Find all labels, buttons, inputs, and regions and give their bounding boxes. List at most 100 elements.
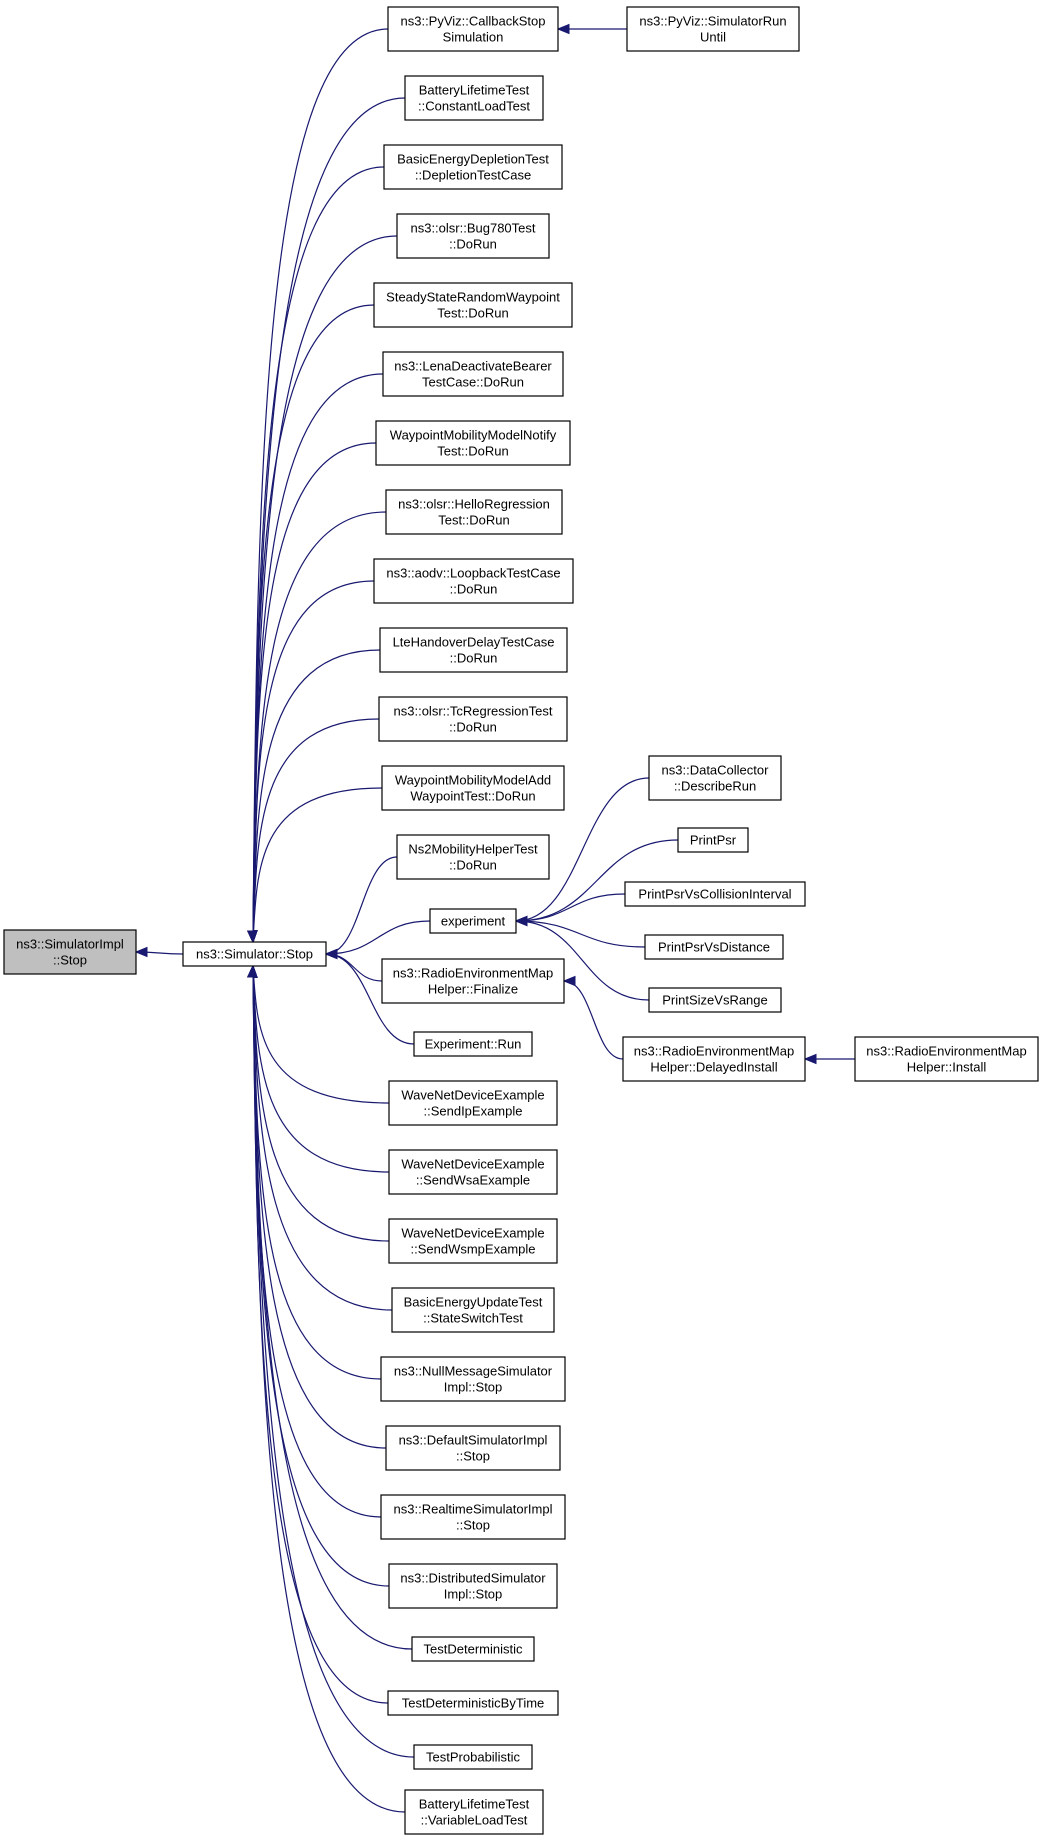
node-exrun[interactable]: Experiment::Run [413, 1031, 533, 1057]
node-box-exrun[interactable] [413, 1031, 533, 1057]
node-box-ns2[interactable] [396, 834, 550, 880]
node-box-dist[interactable] [388, 1563, 558, 1609]
node-ns2[interactable]: Ns2MobilityHelperTest::DoRun [396, 834, 550, 880]
node-box-blc[interactable] [404, 75, 544, 121]
node-tdt[interactable]: TestDeterministicByTime [387, 1690, 559, 1716]
node-box-wip[interactable] [388, 1080, 558, 1126]
node-box-pp[interactable] [677, 827, 749, 853]
node-beu[interactable]: BasicEnergyUpdateTest::StateSwitchTest [391, 1287, 555, 1333]
node-blc[interactable]: BatteryLifetimeTest::ConstantLoadTest [404, 75, 544, 121]
node-root[interactable]: ns3::SimulatorImpl::Stop [3, 929, 137, 975]
node-box-wmn[interactable] [375, 420, 571, 466]
edge-remd-to-rem [563, 980, 624, 1060]
node-box-exp[interactable] [429, 908, 517, 934]
node-box-remi[interactable] [854, 1036, 1039, 1082]
node-box-bug[interactable] [396, 213, 550, 259]
arrowhead-psr-to-exp [514, 915, 528, 927]
node-box-tc[interactable] [378, 696, 568, 742]
edge-ppd-to-exp [515, 920, 646, 948]
node-box-rem[interactable] [381, 958, 565, 1004]
node-box-dsi[interactable] [385, 1425, 561, 1471]
node-rsi[interactable]: ns3::RealtimeSimulatorImpl::Stop [380, 1494, 566, 1540]
node-tp[interactable]: TestProbabilistic [413, 1744, 533, 1770]
node-pp[interactable]: PrintPsr [677, 827, 749, 853]
node-label-ns2-0: Ns2MobilityHelperTest [408, 842, 538, 857]
node-dc[interactable]: ns3::DataCollector::DescribeRun [648, 755, 782, 801]
edge-blv-to-stop [252, 965, 406, 1813]
node-box-nms[interactable] [380, 1356, 566, 1402]
node-box-blv[interactable] [404, 1789, 544, 1835]
node-box-root[interactable] [3, 929, 137, 975]
edge-lte-to-stop [252, 649, 381, 943]
node-label-rem-0: ns3::RadioEnvironmentMap [393, 966, 553, 981]
node-label-dist-0: ns3::DistributedSimulator [400, 1571, 546, 1586]
node-box-srun[interactable] [626, 6, 800, 52]
node-box-td[interactable] [411, 1636, 535, 1662]
node-box-wma[interactable] [381, 765, 565, 811]
edge-wip-to-stop [252, 965, 390, 1104]
node-label-bed-0: BasicEnergyDepletionTest [397, 152, 549, 167]
node-box-cb[interactable] [387, 6, 559, 52]
node-td[interactable]: TestDeterministic [411, 1636, 535, 1662]
node-stop[interactable]: ns3::Simulator::Stop [182, 941, 327, 967]
node-box-lte[interactable] [379, 627, 568, 673]
node-label-blc-0: BatteryLifetimeTest [419, 83, 530, 98]
node-dsi[interactable]: ns3::DefaultSimulatorImpl::Stop [385, 1425, 561, 1471]
node-bed[interactable]: BasicEnergyDepletionTest::DepletionTestC… [383, 144, 563, 190]
edge-tdt-to-stop [252, 965, 389, 1704]
node-box-remd[interactable] [622, 1036, 806, 1082]
node-box-rsi[interactable] [380, 1494, 566, 1540]
node-box-aodv[interactable] [373, 558, 574, 604]
node-box-bed[interactable] [383, 144, 563, 190]
node-box-ssr[interactable] [373, 282, 573, 328]
edge-wma-to-stop [252, 787, 383, 943]
node-box-tp[interactable] [413, 1744, 533, 1770]
node-ppc[interactable]: PrintPsrVsCollisionInterval [624, 881, 806, 907]
node-psr[interactable]: PrintSizeVsRange [648, 987, 782, 1013]
node-box-psr[interactable] [648, 987, 782, 1013]
arrowhead-remi-to-remd [803, 1053, 817, 1065]
node-box-wwsmp[interactable] [388, 1218, 558, 1264]
node-label-remd-0: ns3::RadioEnvironmentMap [634, 1044, 794, 1059]
node-box-hello[interactable] [385, 489, 563, 535]
node-exp[interactable]: experiment [429, 908, 517, 934]
arrowhead-remd-to-rem [562, 975, 576, 987]
node-wma[interactable]: WaypointMobilityModelAddWaypointTest::Do… [381, 765, 565, 811]
node-label-root-0: ns3::SimulatorImpl [16, 937, 124, 952]
node-label-wwsmp-1: ::SendWsmpExample [411, 1242, 536, 1257]
node-remd[interactable]: ns3::RadioEnvironmentMapHelper::DelayedI… [622, 1036, 806, 1082]
node-ppd[interactable]: PrintPsrVsDistance [644, 934, 784, 960]
node-tc[interactable]: ns3::olsr::TcRegressionTest::DoRun [378, 696, 568, 742]
node-label-cb-0: ns3::PyViz::CallbackStop [401, 14, 546, 29]
node-lte[interactable]: LteHandoverDelayTestCase::DoRun [379, 627, 568, 673]
node-box-ppd[interactable] [644, 934, 784, 960]
node-box-stop[interactable] [182, 941, 327, 967]
node-wip[interactable]: WaveNetDeviceExample::SendIpExample [388, 1080, 558, 1126]
node-blv[interactable]: BatteryLifetimeTest::VariableLoadTest [404, 1789, 544, 1835]
node-box-ppc[interactable] [624, 881, 806, 907]
node-label-nms-1: Impl::Stop [444, 1380, 503, 1395]
node-box-tdt[interactable] [387, 1690, 559, 1716]
node-aodv[interactable]: ns3::aodv::LoopbackTestCase::DoRun [373, 558, 574, 604]
node-box-wwsa[interactable] [388, 1149, 558, 1195]
node-box-dc[interactable] [648, 755, 782, 801]
node-wwsmp[interactable]: WaveNetDeviceExample::SendWsmpExample [388, 1218, 558, 1264]
node-box-lena[interactable] [382, 351, 564, 397]
node-label-cb-1: Simulation [443, 30, 504, 45]
node-wwsa[interactable]: WaveNetDeviceExample::SendWsaExample [388, 1149, 558, 1195]
node-bug[interactable]: ns3::olsr::Bug780Test::DoRun [396, 213, 550, 259]
node-label-beu-1: ::StateSwitchTest [423, 1311, 523, 1326]
node-box-beu[interactable] [391, 1287, 555, 1333]
